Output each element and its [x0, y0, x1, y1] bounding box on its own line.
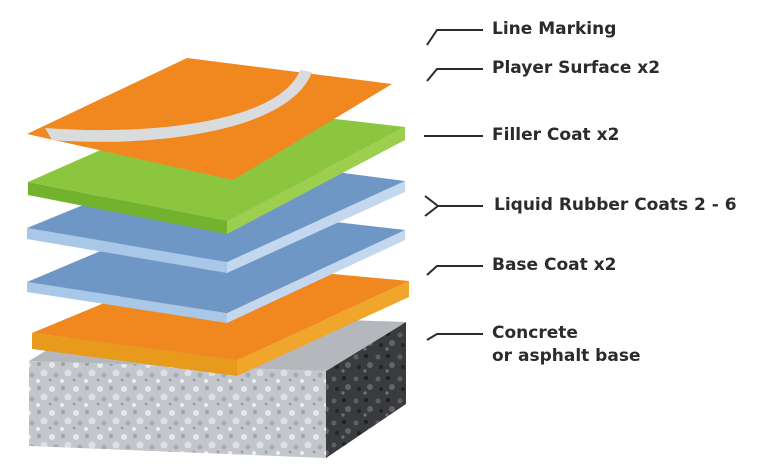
label-player-surface: Player Surface x2 [492, 58, 661, 78]
leader-player-surface [426, 68, 483, 82]
line-marking [45, 70, 312, 142]
player-surface-layer [27, 58, 392, 180]
leader-concrete [426, 333, 483, 341]
label-concrete-line2: or asphalt base [492, 346, 641, 366]
label-line-marking: Line Marking [492, 19, 617, 39]
label-filler-coat: Filler Coat x2 [492, 125, 620, 145]
concrete-base-front [29, 361, 326, 458]
leader-line-marking [426, 29, 483, 46]
label-liquid-rubber: Liquid Rubber Coats 2 - 6 [494, 195, 737, 215]
leader-liquid-rubber [424, 195, 483, 217]
leader-base-coat [426, 265, 483, 276]
label-concrete-line1: Concrete [492, 323, 578, 343]
concrete-base-side [326, 322, 406, 458]
leader-lines [424, 29, 483, 341]
label-concrete: Concrete or asphalt base [492, 322, 640, 368]
label-base-coat: Base Coat x2 [492, 255, 617, 275]
